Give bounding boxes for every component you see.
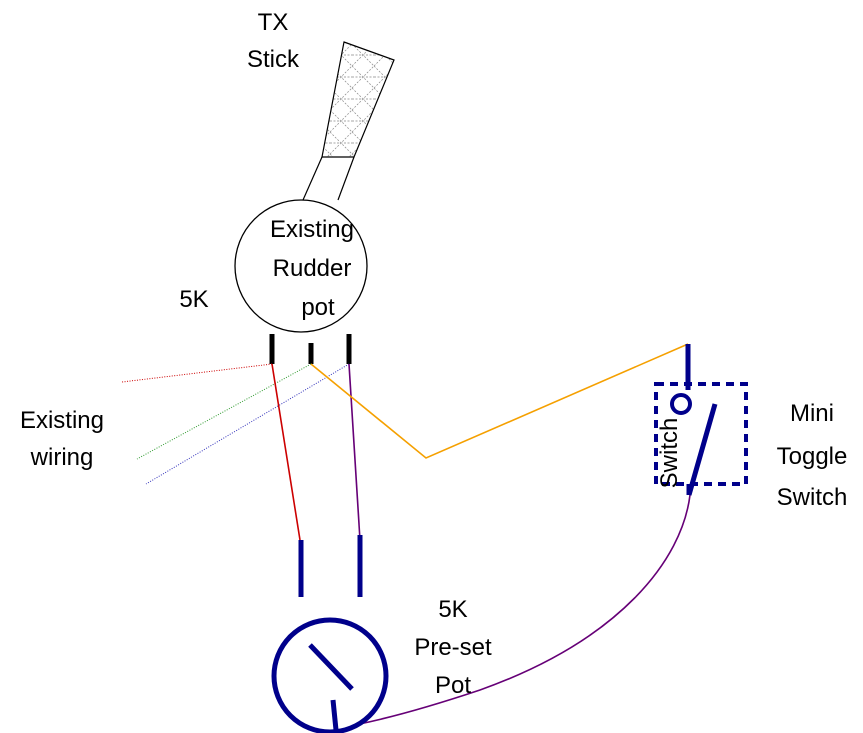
- wire-red-to-preset: [271, 363, 301, 541]
- rudder-pot-label-line1: Existing: [270, 216, 354, 243]
- tx-stick-label-line2: Stick: [247, 46, 300, 73]
- switch-housing: [654, 382, 748, 486]
- mini-toggle-switch: [654, 344, 748, 496]
- existing-wire-green: [136, 363, 312, 460]
- existing-wire-blue: [145, 363, 350, 485]
- rudder-pot-body: [234, 199, 368, 333]
- preset-pot-label-line3: Pot: [435, 672, 471, 699]
- preset-pot: [271, 535, 389, 733]
- rudder-pot-value-label: 5K: [179, 286, 208, 313]
- tx-stick-label-line1: TX: [258, 9, 289, 36]
- preset-pot-label-line2: Pre-set: [414, 634, 492, 661]
- rudder-pot-label-line2: Rudder: [273, 255, 352, 282]
- tx-stick: [302, 41, 395, 201]
- tx-stick-grip: [321, 41, 395, 158]
- existing-wiring-label-line2: wiring: [30, 444, 94, 471]
- preset-pot-label-line1: 5K: [438, 596, 467, 623]
- tx-stick-shaft-left: [302, 156, 323, 201]
- preset-pot-wiper: [308, 643, 354, 691]
- preset-pot-terminal-bottom: [330, 699, 339, 731]
- tx-stick-shaft-right: [337, 156, 355, 201]
- toggle-switch-label-line3: Switch: [777, 484, 848, 511]
- switch-lever: [686, 403, 718, 496]
- wire-orange-to-switch: [310, 343, 689, 459]
- preset-pot-body: [271, 617, 389, 733]
- switch-inner-label: Switch: [656, 418, 683, 489]
- switch-contact: [670, 393, 692, 415]
- toggle-switch-label-line1: Mini: [790, 400, 834, 427]
- toggle-switch-label-line2: Toggle: [777, 443, 848, 470]
- rudder-pot-label-line3: pot: [301, 294, 335, 321]
- existing-wire-red: [121, 363, 273, 383]
- wire-purple-switch-to-preset: [336, 494, 691, 729]
- existing-wiring-label-line1: Existing: [20, 407, 104, 434]
- wire-purple-to-preset: [348, 363, 361, 541]
